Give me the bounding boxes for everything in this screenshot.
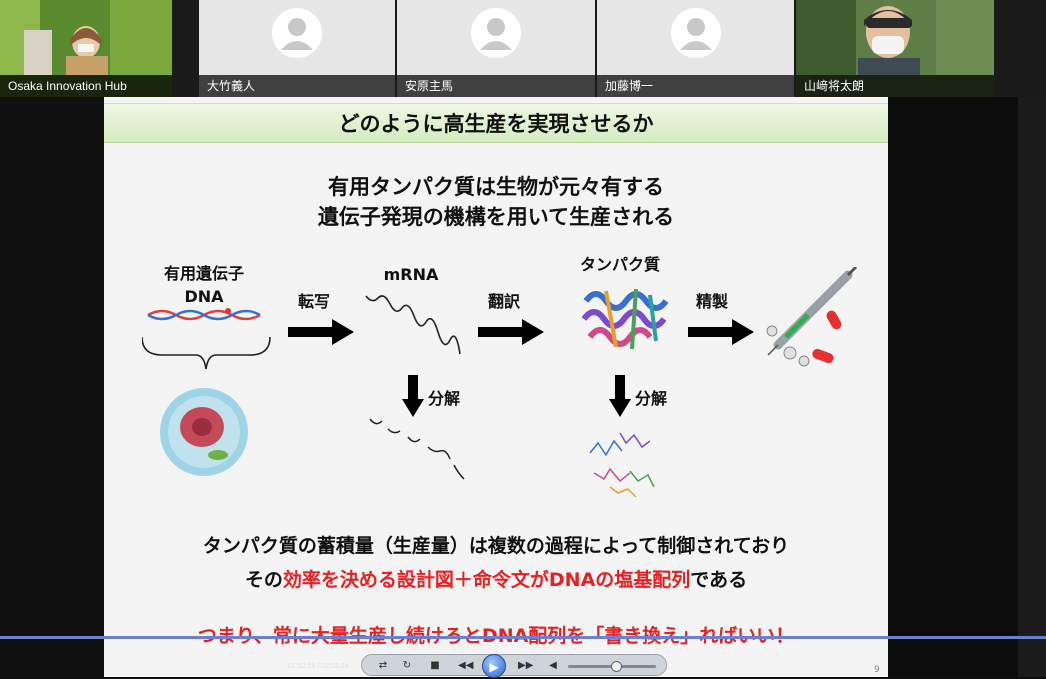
summary-line-2-suffix: である — [690, 569, 748, 591]
shuffle-icon[interactable]: ⇄ — [378, 660, 388, 671]
down-arrow-icon — [402, 375, 424, 417]
participant-name: 安原主馬 — [397, 75, 595, 97]
presentation-slide: どのように高生産を実現させるか 有用タンパク質は生物が元々有する 遺伝子発現の機… — [104, 97, 888, 677]
dna-cell-illustration — [142, 308, 271, 476]
degraded-mrna — [369, 418, 465, 480]
volume-slider[interactable] — [568, 661, 656, 672]
down-arrow-icon — [609, 375, 631, 417]
summary-line-2-prefix: その — [244, 569, 283, 591]
participant-name: 加藤博一 — [597, 75, 794, 97]
right-arrow-icon — [288, 319, 354, 345]
transcription-label: 転写 — [297, 292, 330, 311]
participant-tile[interactable]: 大竹義人 — [199, 0, 395, 97]
repeat-icon[interactable]: ↻ — [402, 660, 412, 671]
intro-line-2: 遺伝子発現の機構を用いて生産される — [317, 205, 675, 229]
stop-icon[interactable]: ■ — [430, 660, 440, 671]
play-button[interactable]: ▶ — [482, 654, 506, 678]
mrna-label: mRNA — [383, 265, 439, 284]
playback-time: 01:52:16 / 02:03:24 — [288, 663, 349, 670]
rewind-icon[interactable]: ◀◀ — [458, 660, 474, 671]
participant-tile[interactable]: 加藤博一 — [597, 0, 794, 97]
participant-tile[interactable]: Osaka Innovation Hub — [0, 0, 172, 97]
participant-tile[interactable]: 山﨑将太朗 — [796, 0, 994, 97]
participant-name: 大竹義人 — [199, 75, 395, 97]
video-controls: 01:52:16 / 02:03:24 ⇄ ↻ ■ ◀◀ ▶ ▶▶ ◀ 9 — [104, 649, 888, 678]
summary-line-2: その効率を決める設計図＋命令文がDNAの塩基配列である — [104, 565, 888, 592]
control-bar: ⇄ ↻ ■ ◀◀ ▶ ▶▶ ◀ — [361, 654, 667, 678]
gene-label: 有用遺伝子 — [163, 264, 244, 283]
volume-icon[interactable]: ◀ — [549, 660, 557, 671]
protein-label: タンパク質 — [579, 255, 660, 274]
participant-strip: Osaka Innovation Hub 大竹義人 安原主馬 加藤博一 山﨑将太… — [0, 0, 1046, 97]
participant-name: Osaka Innovation Hub — [0, 75, 172, 97]
summary-line-2-highlight: 効率を決める設計図＋命令文がDNAの塩基配列 — [282, 569, 691, 591]
avatar-icon — [272, 8, 322, 58]
avatar-icon — [471, 8, 521, 58]
degradation-label: 分解 — [634, 389, 667, 408]
degradation-label: 分解 — [427, 389, 460, 408]
participant-tile[interactable]: 安原主馬 — [397, 0, 595, 97]
avatar-icon — [670, 8, 721, 58]
participant-name: 山﨑将太朗 — [796, 75, 994, 97]
right-arrow-icon — [688, 319, 754, 345]
conclusion-line: つまり、常に大量生産し続けろとDNA配列を「書き換え」ればいい！ — [104, 621, 888, 648]
slide-page-number: 9 — [874, 665, 880, 675]
translation-label: 翻訳 — [487, 292, 520, 311]
purification-label: 精製 — [695, 292, 728, 311]
volume-knob[interactable] — [610, 661, 622, 672]
dna-label: DNA — [184, 287, 224, 306]
right-arrow-icon — [478, 319, 544, 345]
scrollbar[interactable] — [1018, 97, 1046, 677]
background-area — [888, 97, 1018, 677]
degraded-protein — [589, 432, 655, 498]
shared-screen: どのように高生産を実現させるか 有用タンパク質は生物が元々有する 遺伝子発現の機… — [0, 97, 1046, 677]
video-progress-bar[interactable] — [0, 636, 1046, 639]
participant-video — [0, 0, 172, 97]
mrna-strand — [365, 295, 461, 355]
slide-title: どのように高生産を実現させるか — [104, 103, 888, 143]
intro-line-1: 有用タンパク質は生物が元々有する — [328, 175, 664, 199]
summary-line-1: タンパク質の蓄積量（生産量）は複数の過程によって制御されており — [202, 535, 790, 557]
fast-forward-icon[interactable]: ▶▶ — [518, 660, 534, 671]
medicine-illustration — [766, 267, 858, 367]
protein-structure — [581, 288, 669, 350]
